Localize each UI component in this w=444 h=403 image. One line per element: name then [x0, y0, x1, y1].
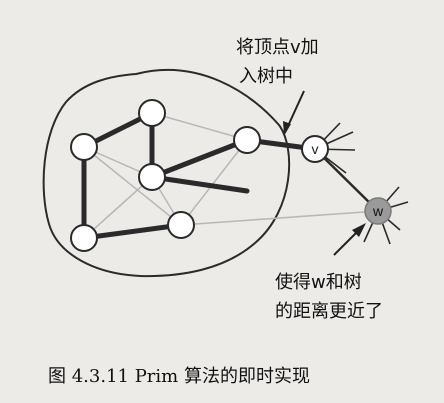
vertex-node	[70, 224, 98, 252]
vertex-node	[167, 211, 195, 239]
vertex-w: w	[364, 197, 392, 225]
callout-add-line1: 将顶点v加	[236, 37, 319, 58]
callout-closer-line2: 的距离更近了	[275, 301, 383, 322]
vertex-node	[70, 133, 98, 161]
vertex-node	[138, 163, 166, 191]
callout-arrow-v	[283, 90, 305, 136]
vertex-w-label: w	[372, 203, 384, 219]
tree-boundary	[42, 69, 291, 278]
callout-add-line2: 入树中	[239, 66, 293, 87]
vertex-v: v	[301, 135, 329, 163]
tree-vertices	[70, 99, 261, 252]
vertex-node	[233, 126, 261, 154]
edge-v-to-w	[314, 148, 379, 212]
vertex-node	[138, 99, 166, 127]
figure-caption: 图 4.3.11 Prim 算法的即时实现	[48, 366, 310, 387]
callout-closer-line1: 使得w和树	[275, 272, 362, 293]
callout-arrow-w	[333, 223, 366, 256]
vertex-v-label: v	[312, 141, 319, 157]
